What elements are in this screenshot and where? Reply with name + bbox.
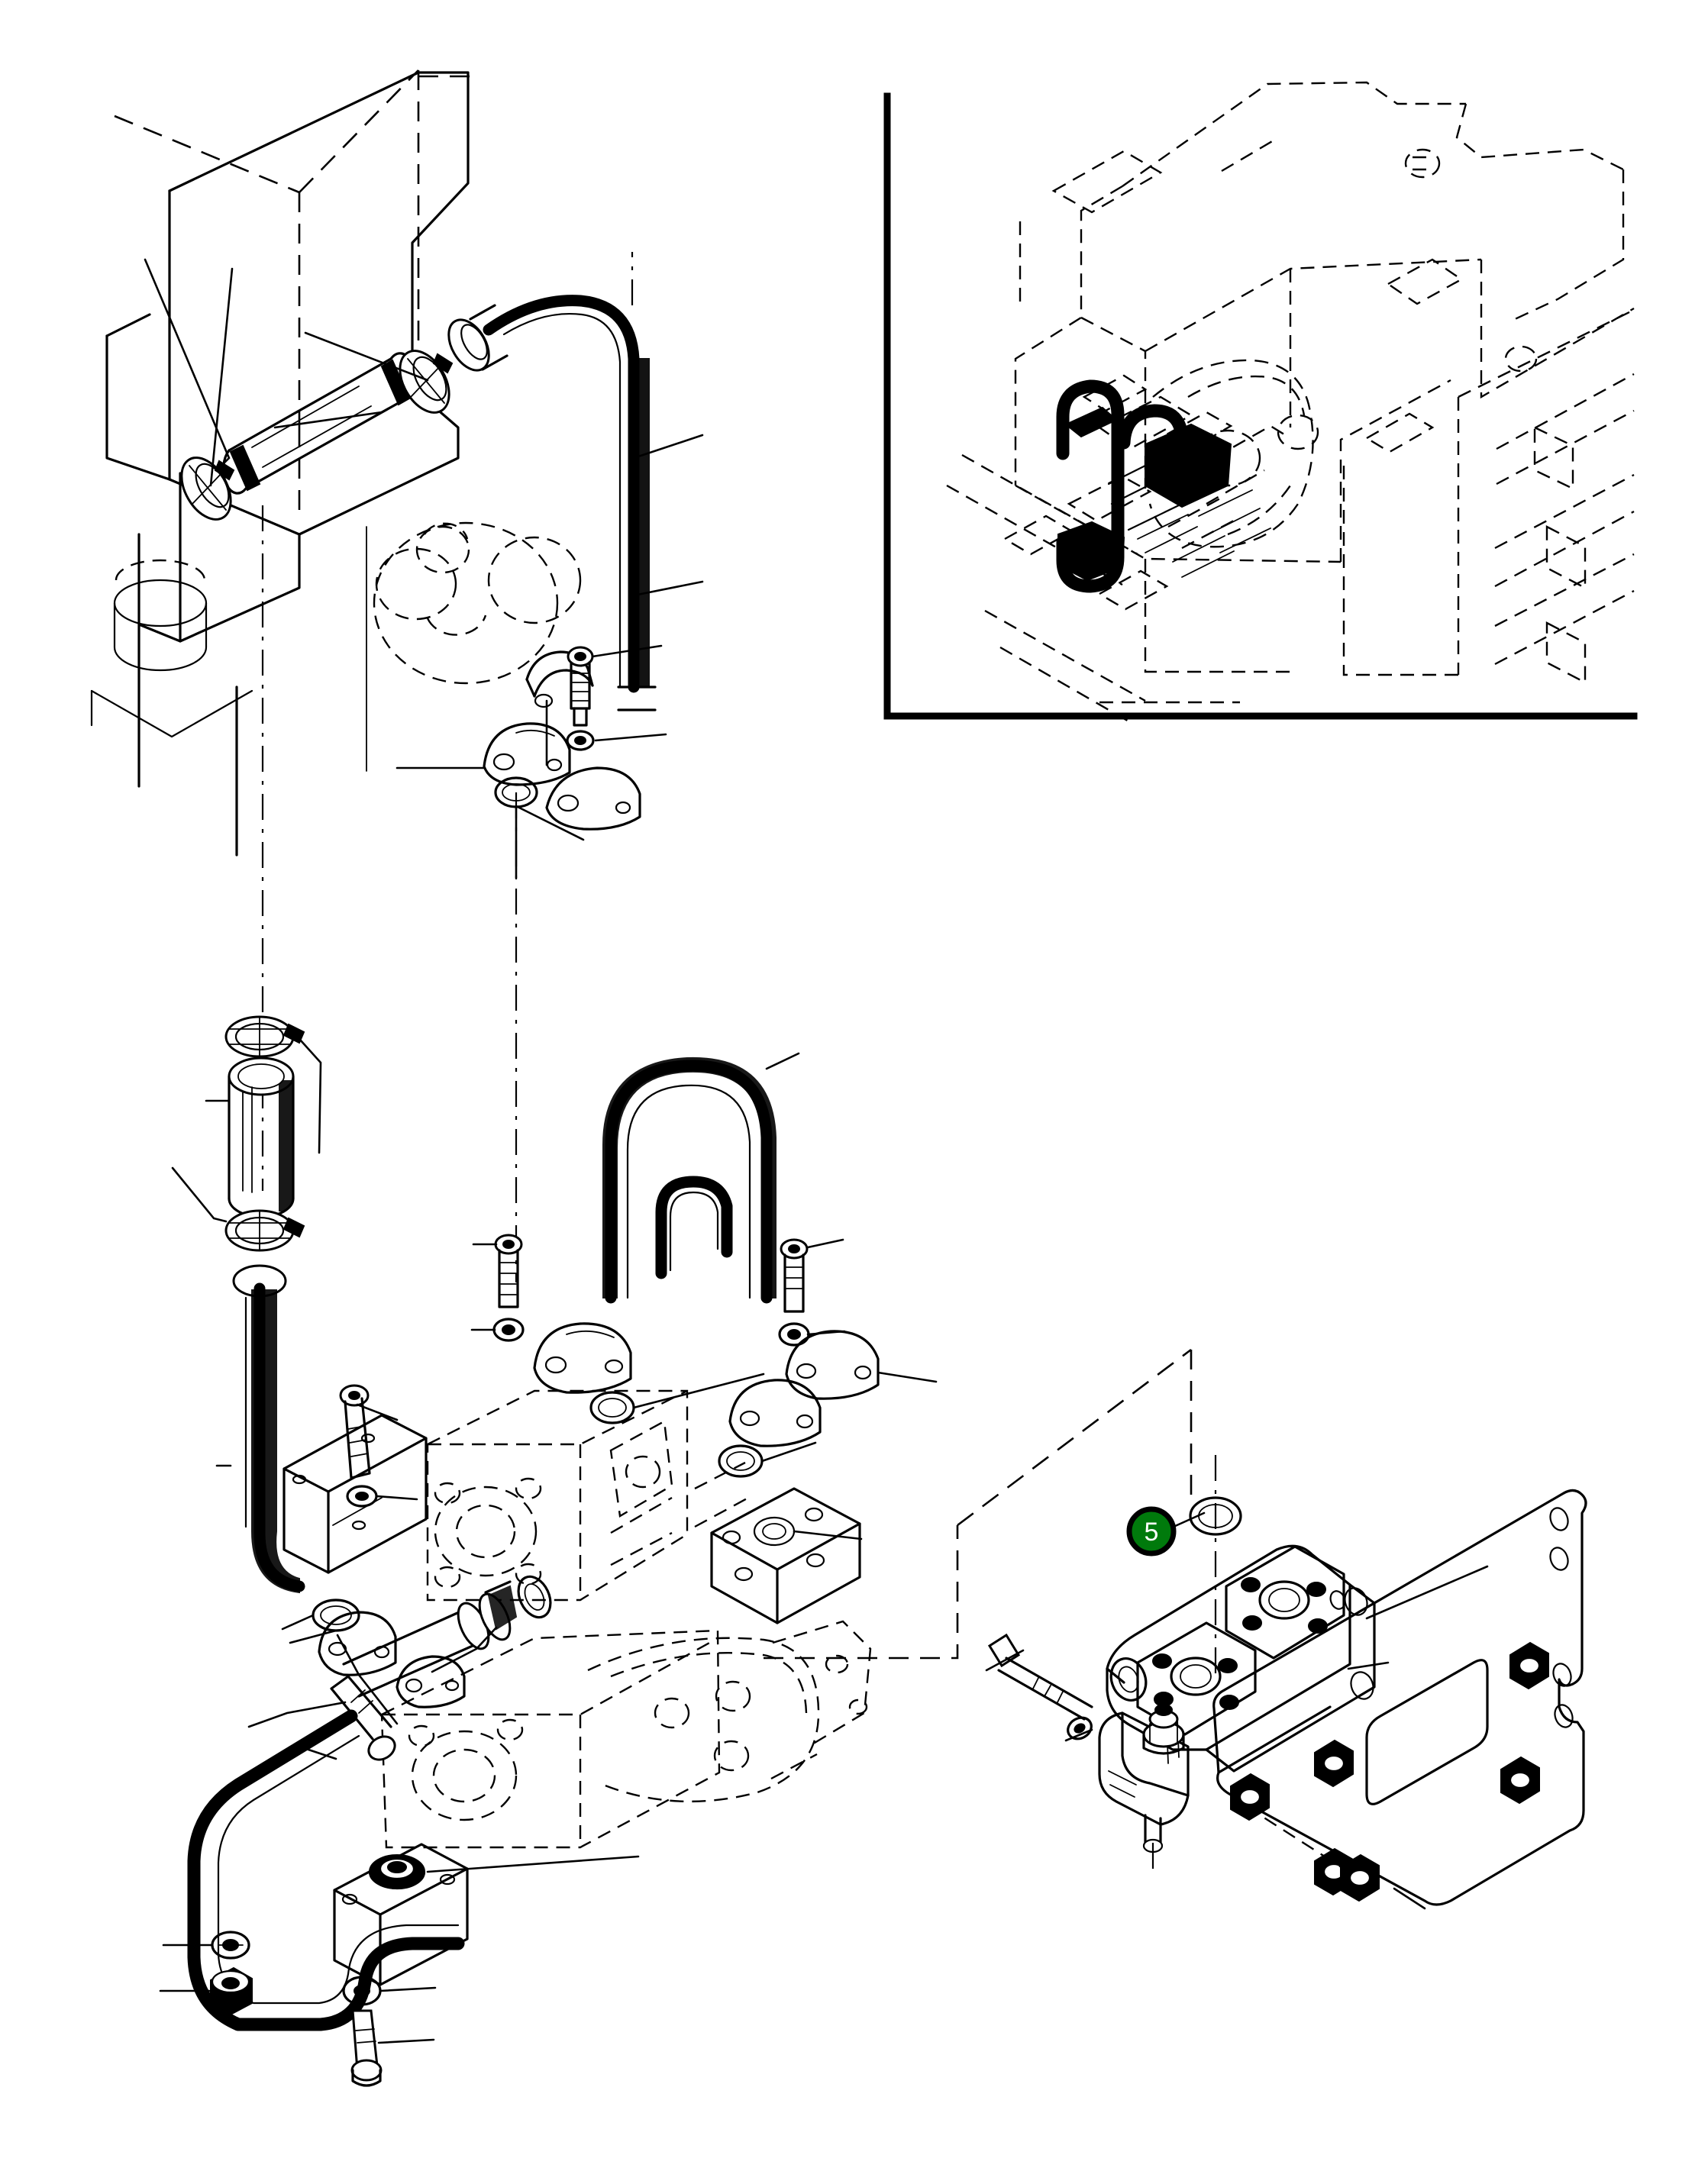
- bracket-weld-nut-c: [1314, 1739, 1354, 1788]
- inset-highlighted-hoses: [1056, 379, 1232, 593]
- lower-leader-lines: [159, 1626, 640, 2044]
- upper-leader-lines: [144, 258, 704, 879]
- inset-fitting-details: [1107, 456, 1271, 578]
- lower-delivery-hose: [187, 1709, 465, 2031]
- valve-mount-bolt: [987, 1633, 1093, 1721]
- middle-inner-small-elbow: [655, 1176, 733, 1279]
- middle-flange-plate: [710, 1487, 861, 1624]
- inset-frame-phantom: [946, 81, 1635, 724]
- upper-rubber-hose: [221, 352, 416, 495]
- bracket-weld-nut-a: [1509, 1641, 1549, 1690]
- upper-metal-tube: [483, 295, 657, 711]
- middle-bolt-right: [780, 1238, 809, 1313]
- lower-delivery-bolt: [330, 1675, 396, 1761]
- upper-split-flange-clamp-a: [483, 722, 571, 786]
- valve-block-body: [1106, 1544, 1376, 1773]
- upper-bolt: [567, 646, 594, 727]
- bracket-weld-nut-f: [1340, 1853, 1380, 1902]
- middle-leader-lines: [171, 1031, 938, 1644]
- upper-split-flange-clamp-b: [545, 766, 641, 831]
- middle-pump-phantom: [426, 1389, 752, 1602]
- middle-metal-pipe: [232, 1264, 305, 1594]
- upper-tube-end-ring: [447, 304, 509, 372]
- lower-pump-phantom: [380, 1620, 872, 1849]
- middle-split-flange-left: [533, 1322, 632, 1394]
- middle-bracket-bolt: [339, 1384, 371, 1479]
- upper-hose-clamp-lower[interactable]: [172, 449, 241, 527]
- machine-context-inset: [883, 81, 1638, 724]
- lower-delivery-clamp: [396, 1655, 466, 1708]
- valve-lower-housing: [1098, 1704, 1190, 1853]
- callout-5-leader: [1172, 1511, 1206, 1528]
- upper-washer: [566, 730, 595, 751]
- middle-tube-clamp-bottom[interactable]: [224, 1209, 305, 1252]
- valve-centerline: [1151, 1455, 1217, 1872]
- lower-hex-bolt: [350, 2009, 383, 2087]
- upper-hose-clamp-upper[interactable]: [390, 342, 460, 421]
- middle-tube-clamp-top[interactable]: [224, 1015, 305, 1058]
- assembly-centerlines: [261, 252, 634, 1282]
- middle-split-flange-right: [785, 1330, 880, 1400]
- lower-delivery-tube: [342, 1575, 552, 1698]
- callout-5-bubble[interactable]: [1126, 1506, 1177, 1557]
- upper-cabinet-body: [90, 71, 470, 857]
- callout-5[interactable]: 5: [1126, 1506, 1206, 1557]
- middle-split-flange-lower: [728, 1379, 822, 1447]
- valve-panel-phantom-corner: [764, 1348, 1193, 1660]
- upper-pump-phantom: [373, 521, 582, 685]
- bracket-weld-nut-b: [1500, 1756, 1540, 1805]
- bracket-weld-nut-e: [1230, 1773, 1270, 1821]
- mounting-bracket-plate: [1212, 1489, 1587, 1906]
- valve-leader-lines: [985, 1565, 1489, 1910]
- lower-mounting-block: [333, 1843, 469, 1986]
- middle-loop-tube: [602, 1057, 777, 1304]
- lower-nut-left: [210, 1966, 253, 2017]
- middle-rubber-tube: [228, 1057, 295, 1218]
- valve-mount-washer: [1067, 1716, 1093, 1740]
